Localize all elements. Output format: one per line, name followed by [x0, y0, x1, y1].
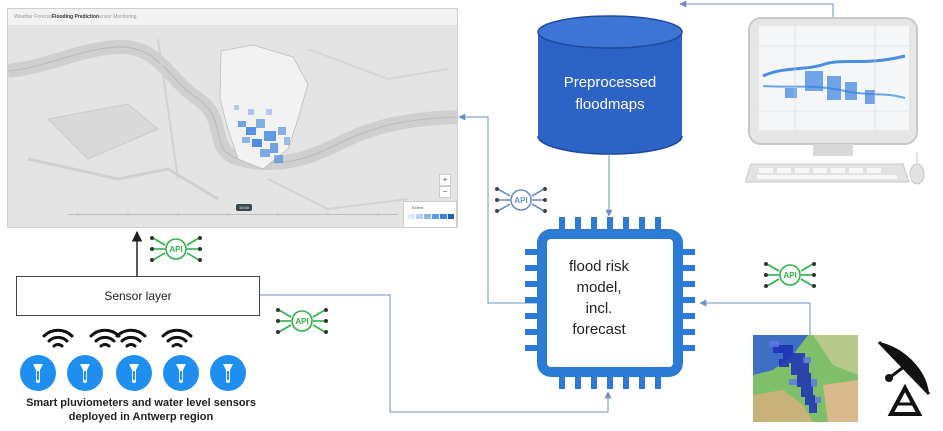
api-badge-icon: API — [276, 308, 328, 334]
wifi-icon — [89, 328, 121, 348]
arrow-model-to-map — [458, 113, 540, 304]
model-label-line2: model, — [576, 279, 622, 296]
radar-map-image — [753, 335, 858, 422]
arrow-computer-to-db — [679, 0, 834, 18]
arrow-radar-to-model — [699, 299, 811, 335]
zoom-in-button[interactable]: + — [439, 174, 451, 186]
api-badge-icon: API — [764, 262, 816, 288]
model-label-line4: forecast — [572, 321, 626, 338]
sensor-layer-label: Sensor layer — [104, 289, 172, 303]
model-label-line1: flood risk — [568, 258, 630, 275]
satellite-dish-icon — [877, 340, 931, 416]
arrow-sensor-to-model — [258, 294, 612, 413]
map-timeline[interactable] — [68, 214, 398, 215]
api-badge-icon: API — [495, 187, 547, 213]
map-legend: Extent — [403, 201, 457, 227]
tab-weather-forecast[interactable]: Weather Forecast — [14, 14, 54, 20]
computer-monitor-icon — [745, 17, 925, 185]
sensor-icon — [210, 355, 246, 391]
api-badge-label: API — [783, 271, 796, 280]
map-background — [8, 9, 457, 227]
legend-swatches — [408, 214, 454, 219]
wifi-icon — [161, 328, 193, 348]
sensor-icon — [116, 355, 152, 391]
flood-map-screenshot: Weather Forecast Flooding Prediction Sen… — [7, 8, 458, 228]
sensor-icon — [20, 355, 56, 391]
sensor-icon — [67, 355, 103, 391]
api-badge-label: API — [169, 245, 182, 254]
wifi-icon — [115, 328, 147, 348]
api-badge-icon: API — [150, 236, 202, 262]
time-chip[interactable]: 10:00 — [236, 204, 253, 211]
wifi-icons — [42, 328, 193, 348]
flood-cells — [234, 105, 290, 163]
sensor-caption-line2: deployed in Antwerp region — [68, 411, 214, 423]
zoom-out-button[interactable]: − — [439, 186, 451, 198]
sensor-caption: Smart pluviometers and water level senso… — [10, 396, 272, 424]
database-label-line1: Preprocessed — [563, 74, 657, 91]
database-cylinder-icon — [537, 15, 683, 155]
model-label: flood risk model, incl. forecast — [550, 256, 648, 340]
legend-title: Extent — [412, 205, 424, 210]
tab-flooding-prediction[interactable]: Flooding Prediction — [52, 14, 99, 20]
api-badge-label: API — [295, 317, 308, 326]
sensor-icon — [163, 355, 199, 391]
cpu-chip-icon — [525, 217, 695, 389]
database-label-line2: floodmaps — [575, 96, 645, 113]
api-badge-label: API — [514, 196, 527, 205]
database-label: Preprocessed floodmaps — [540, 72, 680, 116]
sensor-caption-line1: Smart pluviometers and water level senso… — [26, 397, 256, 409]
tab-sensor-monitoring[interactable]: Sensor Monitoring — [96, 14, 137, 20]
map-tab-bar: Weather Forecast Flooding Prediction Sen… — [8, 9, 457, 25]
wifi-icon — [42, 328, 74, 348]
model-label-line3: incl. — [585, 300, 613, 317]
sensor-layer-box: Sensor layer — [16, 276, 260, 316]
